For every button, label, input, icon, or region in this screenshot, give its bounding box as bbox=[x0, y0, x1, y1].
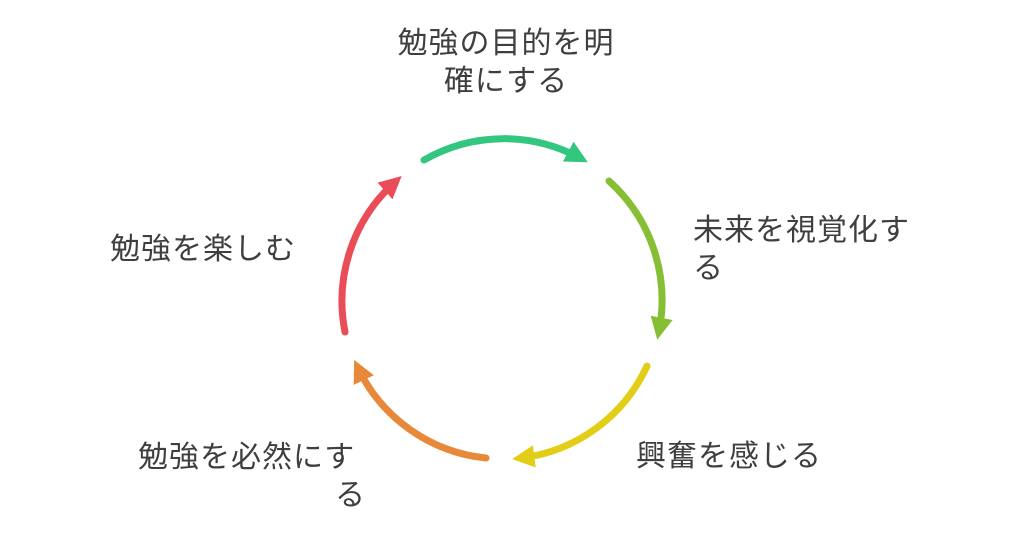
step-label-2: 未来を視覚化す る bbox=[693, 212, 948, 288]
step-label-2-line-2: る bbox=[693, 251, 724, 286]
step-label-2-line-1: 未来を視覚化す bbox=[693, 213, 910, 248]
step-label-1-line-1: 勉強の目的を明 bbox=[397, 26, 615, 61]
cycle-arrow-4 bbox=[353, 359, 490, 462]
cycle-arrow-1 bbox=[420, 135, 588, 164]
step-label-3-line-1: 興奮を感じる bbox=[636, 439, 822, 474]
step-label-1-line-2: 確にする bbox=[443, 64, 569, 99]
cycle-arrow-5 bbox=[338, 176, 402, 336]
step-label-1: 勉強の目的を明 確にする bbox=[380, 25, 632, 101]
step-label-4-line-2: る bbox=[335, 478, 366, 513]
step-label-3: 興奮を感じる bbox=[636, 438, 856, 476]
step-label-5: 勉強を楽しむ bbox=[110, 231, 330, 269]
step-label-4: 勉強を必然にす る bbox=[138, 439, 393, 515]
cycle-arrow-2 bbox=[605, 177, 673, 340]
cycle-arrow-3 bbox=[512, 362, 651, 468]
step-label-4-line-1: 勉強を必然にす bbox=[138, 440, 356, 475]
step-label-5-line-1: 勉強を楽しむ bbox=[110, 232, 296, 267]
